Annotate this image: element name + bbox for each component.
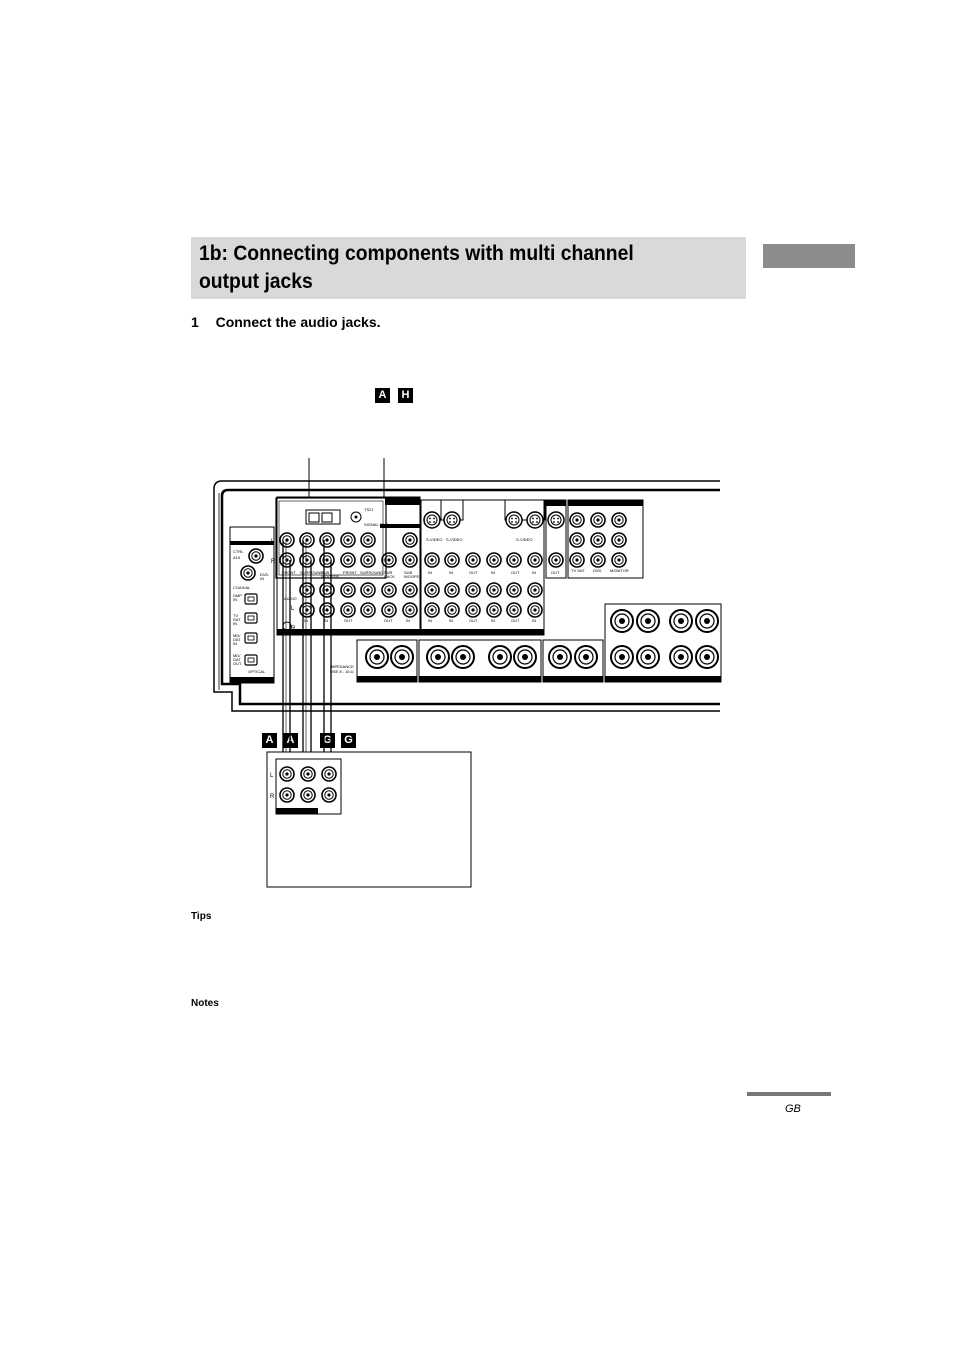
svg-text:S-VIDEO: S-VIDEO xyxy=(446,537,462,542)
svg-text:L: L xyxy=(291,606,295,612)
chapter-tab xyxy=(763,244,855,268)
svg-text:SUB: SUB xyxy=(321,570,330,575)
page-language-code: GB xyxy=(785,1103,801,1115)
section-title: 1b: Connecting components with multi cha… xyxy=(199,242,634,293)
svg-text:L: L xyxy=(270,773,274,779)
notes-heading: Notes xyxy=(191,998,219,1009)
svg-text:OUT: OUT xyxy=(233,661,242,666)
svg-text:SUB: SUB xyxy=(404,570,413,575)
cable-badge-g-2: G xyxy=(341,733,356,748)
svg-text:IN: IN xyxy=(532,618,536,623)
svg-text:FRONT: FRONT xyxy=(282,570,296,575)
svg-text:IN: IN xyxy=(233,597,237,602)
svg-text:IN: IN xyxy=(449,570,453,575)
svg-text:OUT: OUT xyxy=(511,618,520,623)
step-heading: 1 Connect the audio jacks. xyxy=(191,314,381,330)
svg-text:R: R xyxy=(291,626,296,632)
svg-text:DVD: DVD xyxy=(260,572,269,577)
svg-text:WOOFER: WOOFER xyxy=(321,574,339,579)
cable-badge-a-1: A xyxy=(262,733,277,748)
svg-text:IN: IN xyxy=(406,618,410,623)
svg-text:TV: TV xyxy=(233,613,238,618)
svg-text:CTRL: CTRL xyxy=(233,549,244,554)
svg-text:SURROUND: SURROUND xyxy=(360,570,383,575)
svg-text:OUT: OUT xyxy=(469,618,478,623)
svg-text:OPTICAL: OPTICAL xyxy=(248,669,266,674)
svg-text:IN: IN xyxy=(324,618,328,623)
svg-text:OUT: OUT xyxy=(551,570,560,575)
svg-text:WOOFER: WOOFER xyxy=(404,574,422,579)
svg-text:A1II: A1II xyxy=(233,555,240,560)
svg-text:TS21: TS21 xyxy=(364,507,374,512)
svg-text:USE 8 - 16 Ω: USE 8 - 16 Ω xyxy=(330,669,354,674)
svg-text:FRONT: FRONT xyxy=(343,570,357,575)
svg-text:SIGNAL GND: SIGNAL GND xyxy=(280,630,305,635)
svg-text:IN: IN xyxy=(260,576,264,581)
svg-text:SIGNAL GND: SIGNAL GND xyxy=(364,522,389,527)
svg-text:SAT: SAT xyxy=(233,617,241,622)
svg-text:DVD: DVD xyxy=(593,568,602,573)
svg-text:IN: IN xyxy=(233,621,237,626)
step-number: 1 xyxy=(191,314,199,330)
svg-text:IN: IN xyxy=(449,618,453,623)
svg-text:R: R xyxy=(271,559,276,565)
section-title-bar xyxy=(191,237,746,299)
svg-text:DMP: DMP xyxy=(233,593,242,598)
svg-text:S-VIDEO: S-VIDEO xyxy=(426,537,442,542)
svg-text:S-VIDEO: S-VIDEO xyxy=(516,537,532,542)
svg-text:OUT: OUT xyxy=(511,570,520,575)
page-marker-bar xyxy=(747,1092,831,1096)
svg-text:DAT: DAT xyxy=(233,657,241,662)
svg-text:L: L xyxy=(271,539,275,545)
svg-text:DAT: DAT xyxy=(233,637,241,642)
svg-text:IN: IN xyxy=(532,570,536,575)
svg-text:MD/: MD/ xyxy=(233,633,241,638)
svg-text:IN: IN xyxy=(428,570,432,575)
svg-text:MD/: MD/ xyxy=(233,653,241,658)
svg-text:IN: IN xyxy=(233,641,237,646)
tips-heading: Tips xyxy=(191,911,212,922)
svg-text:COAXIAL: COAXIAL xyxy=(233,585,251,590)
svg-text:IN: IN xyxy=(491,570,495,575)
svg-text:SUR: SUR xyxy=(384,570,393,575)
svg-text:R: R xyxy=(270,794,275,800)
svg-text:IN: IN xyxy=(491,618,495,623)
cable-badge-a: A xyxy=(375,388,390,403)
step-text: Connect the audio jacks. xyxy=(215,314,381,330)
svg-text:OUT: OUT xyxy=(384,618,393,623)
svg-text:MONITOR: MONITOR xyxy=(610,568,629,573)
svg-text:IMPEDANCE: IMPEDANCE xyxy=(330,664,354,669)
svg-text:TV SAT: TV SAT xyxy=(571,568,585,573)
cable-badge-h: H xyxy=(398,388,413,403)
svg-text:BACK: BACK xyxy=(384,574,395,579)
svg-text:IN: IN xyxy=(428,618,432,623)
svg-text:OUT: OUT xyxy=(344,618,353,623)
svg-text:OUT: OUT xyxy=(469,570,478,575)
